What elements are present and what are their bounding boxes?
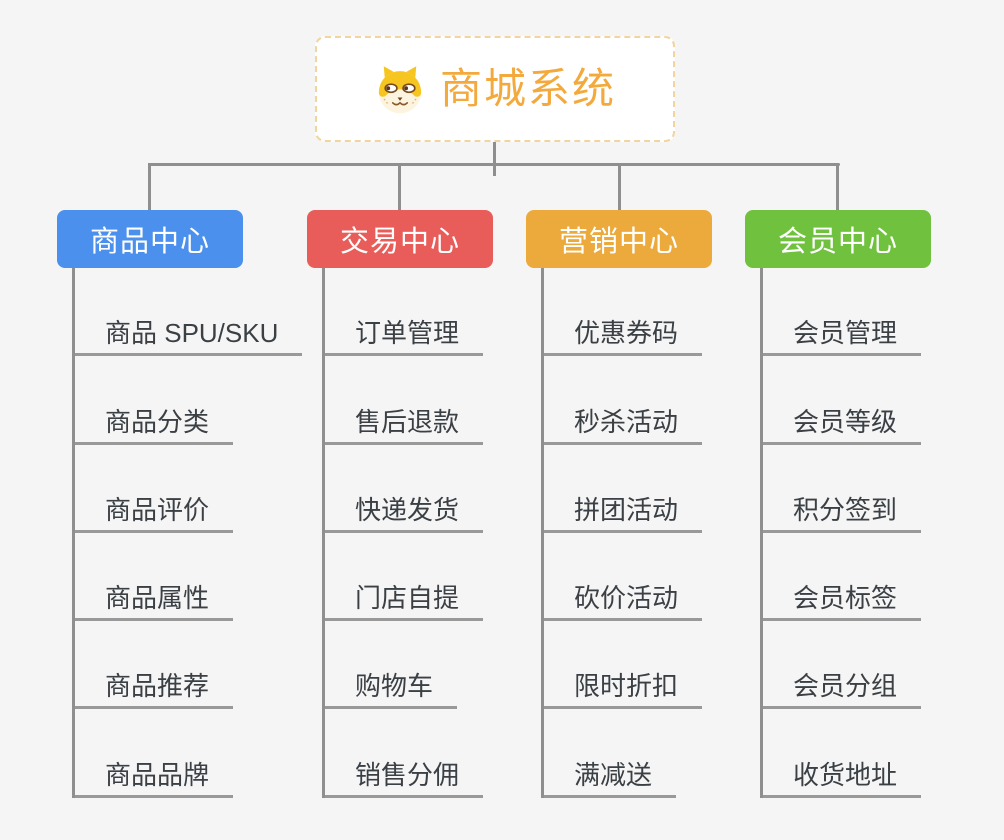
child-node[interactable]: 秒杀活动: [544, 409, 703, 445]
child-node[interactable]: 优惠券码: [544, 320, 703, 357]
child-row: 销售分佣: [325, 709, 484, 798]
child-node[interactable]: 商品分类: [75, 409, 234, 445]
children-group: 订单管理 售后退款 快递发货 门店自提 购物车 销售分佣: [322, 268, 484, 798]
branch-node-marketing-center[interactable]: 营销中心: [526, 210, 712, 268]
child-row: 优惠券码: [544, 268, 703, 357]
connector-root-stub: [493, 142, 496, 176]
child-row: 商品 SPU/SKU: [75, 268, 303, 357]
child-row: 收货地址: [763, 709, 922, 798]
child-row: 商品评价: [75, 445, 302, 533]
branch-column-marketing-center: 营销中心 优惠券码 秒杀活动 拼团活动 砍价活动 限时折扣 满减送: [526, 210, 712, 798]
child-node[interactable]: 商品评价: [75, 497, 234, 533]
child-node[interactable]: 砍价活动: [544, 585, 703, 622]
child-node[interactable]: 会员标签: [763, 585, 922, 622]
connector-drop-line: [836, 163, 839, 211]
branch-column-trade-center: 交易中心 订单管理 售后退款 快递发货 门店自提 购物车 销售分佣: [307, 210, 493, 798]
child-row: 砍价活动: [544, 533, 703, 622]
connector-drop-line: [148, 163, 151, 211]
branch-node-product-center[interactable]: 商品中心: [57, 210, 243, 268]
child-node[interactable]: 会员管理: [763, 320, 922, 357]
child-node[interactable]: 积分签到: [763, 497, 922, 533]
child-node[interactable]: 售后退款: [325, 409, 484, 445]
branch-label: 营销中心: [558, 226, 679, 258]
branch-label: 商品中心: [89, 226, 210, 258]
child-row: 购物车: [325, 621, 483, 710]
child-row: 会员标签: [763, 533, 922, 622]
child-row: 售后退款: [325, 356, 484, 445]
child-node[interactable]: 拼团活动: [544, 497, 703, 533]
child-node[interactable]: 商品推荐: [75, 673, 234, 710]
branch-node-member-center[interactable]: 会员中心: [745, 210, 931, 268]
dog-face-icon: [374, 63, 426, 115]
child-row: 会员管理: [763, 268, 922, 357]
child-row: 限时折扣: [544, 621, 703, 710]
child-node[interactable]: 会员等级: [763, 409, 922, 445]
child-node[interactable]: 会员分组: [763, 673, 922, 710]
connector-drop-line: [398, 163, 401, 211]
child-row: 商品品牌: [75, 709, 302, 798]
child-row: 门店自提: [325, 533, 484, 622]
child-row: 快递发货: [325, 445, 484, 533]
children-group: 会员管理 会员等级 积分签到 会员标签 会员分组 收货地址: [760, 268, 922, 798]
child-row: 商品属性: [75, 533, 302, 622]
child-row: 商品推荐: [75, 621, 302, 710]
branch-label: 会员中心: [777, 226, 898, 258]
branch-column-member-center: 会员中心 会员管理 会员等级 积分签到 会员标签 会员分组 收货地址: [745, 210, 931, 798]
branch-node-trade-center[interactable]: 交易中心: [307, 210, 493, 268]
child-row: 订单管理: [325, 268, 484, 357]
root-node[interactable]: 商城系统: [315, 36, 675, 142]
child-node[interactable]: 订单管理: [325, 320, 484, 357]
child-node[interactable]: 销售分佣: [325, 762, 484, 798]
child-row: 拼团活动: [544, 445, 703, 533]
child-row: 商品分类: [75, 356, 302, 445]
child-node[interactable]: 商品属性: [75, 585, 234, 622]
child-row: 会员分组: [763, 621, 922, 710]
child-node[interactable]: 满减送: [544, 762, 677, 798]
child-node[interactable]: 门店自提: [325, 585, 484, 622]
child-node[interactable]: 购物车: [325, 673, 458, 710]
child-row: 积分签到: [763, 445, 922, 533]
child-node[interactable]: 快递发货: [325, 497, 484, 533]
children-group: 商品 SPU/SKU 商品分类 商品评价 商品属性 商品推荐 商品品牌: [72, 268, 303, 798]
root-title: 商城系统: [439, 65, 616, 112]
branch-column-product-center: 商品中心 商品 SPU/SKU 商品分类 商品评价 商品属性 商品推荐 商品品牌: [57, 210, 303, 798]
child-row: 秒杀活动: [544, 356, 703, 445]
connector-drop-line: [618, 163, 621, 211]
branch-label: 交易中心: [339, 226, 460, 258]
child-row: 会员等级: [763, 356, 922, 445]
child-node[interactable]: 限时折扣: [544, 673, 703, 710]
children-group: 优惠券码 秒杀活动 拼团活动 砍价活动 限时折扣 满减送: [541, 268, 703, 798]
child-node[interactable]: 商品 SPU/SKU: [75, 320, 303, 357]
connector-horizontal-line: [148, 163, 840, 166]
child-node[interactable]: 商品品牌: [75, 762, 234, 798]
child-row: 满减送: [544, 709, 702, 798]
child-node[interactable]: 收货地址: [763, 762, 922, 798]
